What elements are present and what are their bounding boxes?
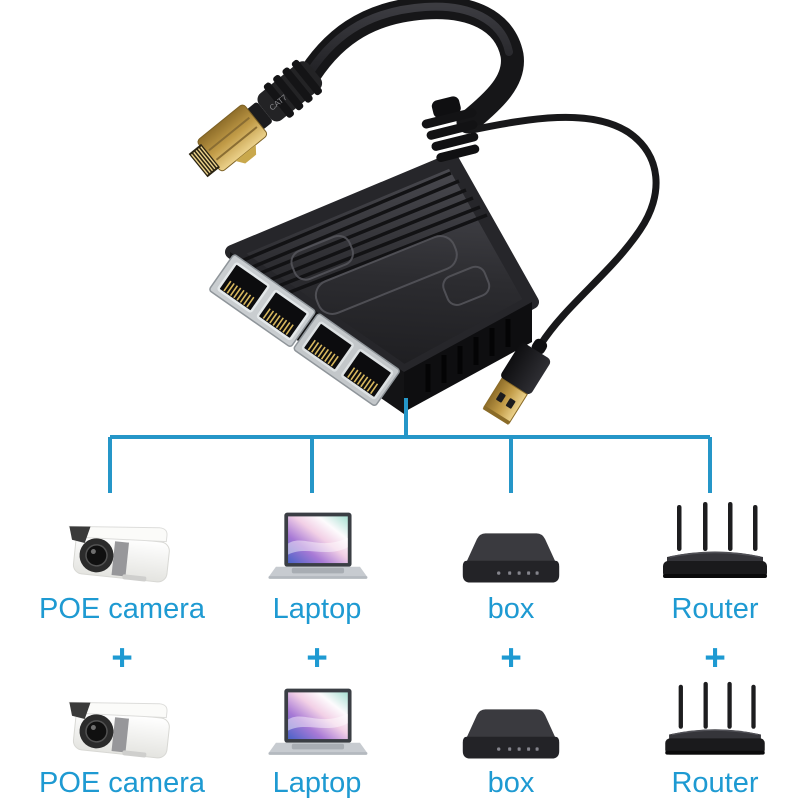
box-image <box>416 504 606 592</box>
molded-details <box>290 234 491 315</box>
ethernet-ports <box>209 254 400 407</box>
column-laptop: Laptop + Laptop <box>222 504 412 800</box>
device-label: POE camera <box>39 767 205 799</box>
plus-sign: + <box>306 637 328 678</box>
poe-camera-image <box>27 690 217 768</box>
splitter-product-image: CAT7 <box>188 0 660 425</box>
strain-relief <box>421 96 480 163</box>
laptop-image <box>222 690 412 768</box>
connection-tree <box>108 398 712 493</box>
body-rib-stripes <box>238 171 488 307</box>
device-label: POE camera <box>39 593 205 625</box>
router-image <box>620 690 800 768</box>
tree-lines <box>108 398 712 493</box>
laptop-image <box>222 504 412 592</box>
side-vent-fins <box>425 319 511 392</box>
column-poe-camera: POE camera + POE camera <box>27 504 217 800</box>
splitter-body <box>209 96 539 414</box>
device-label: Router <box>671 593 759 625</box>
rj45-plug: CAT7 <box>188 59 323 178</box>
column-box: box + box <box>416 504 606 800</box>
usb-power-cable <box>468 113 660 348</box>
plug-gold-pins <box>190 146 218 175</box>
ethernet-cable-loop <box>293 0 524 134</box>
usb-contact-hole <box>496 392 506 403</box>
plus-sign: + <box>111 637 133 678</box>
rj45-port <box>217 262 394 400</box>
usb-plug <box>482 338 551 425</box>
poe-camera-image <box>27 504 217 592</box>
plus-sign: + <box>500 637 522 678</box>
plug-boot-ridges <box>263 59 322 118</box>
device-label: box <box>487 593 535 625</box>
device-label: Laptop <box>272 767 362 799</box>
usb-contact-hole <box>505 398 516 409</box>
device-label: Router <box>671 767 759 799</box>
column-router: Router + Router <box>620 504 800 800</box>
device-label: box <box>487 767 535 799</box>
plus-sign: + <box>704 637 726 678</box>
port-gold-pins <box>223 280 379 395</box>
box-image <box>416 690 606 768</box>
device-label: Laptop <box>272 593 362 625</box>
router-image <box>620 504 800 592</box>
